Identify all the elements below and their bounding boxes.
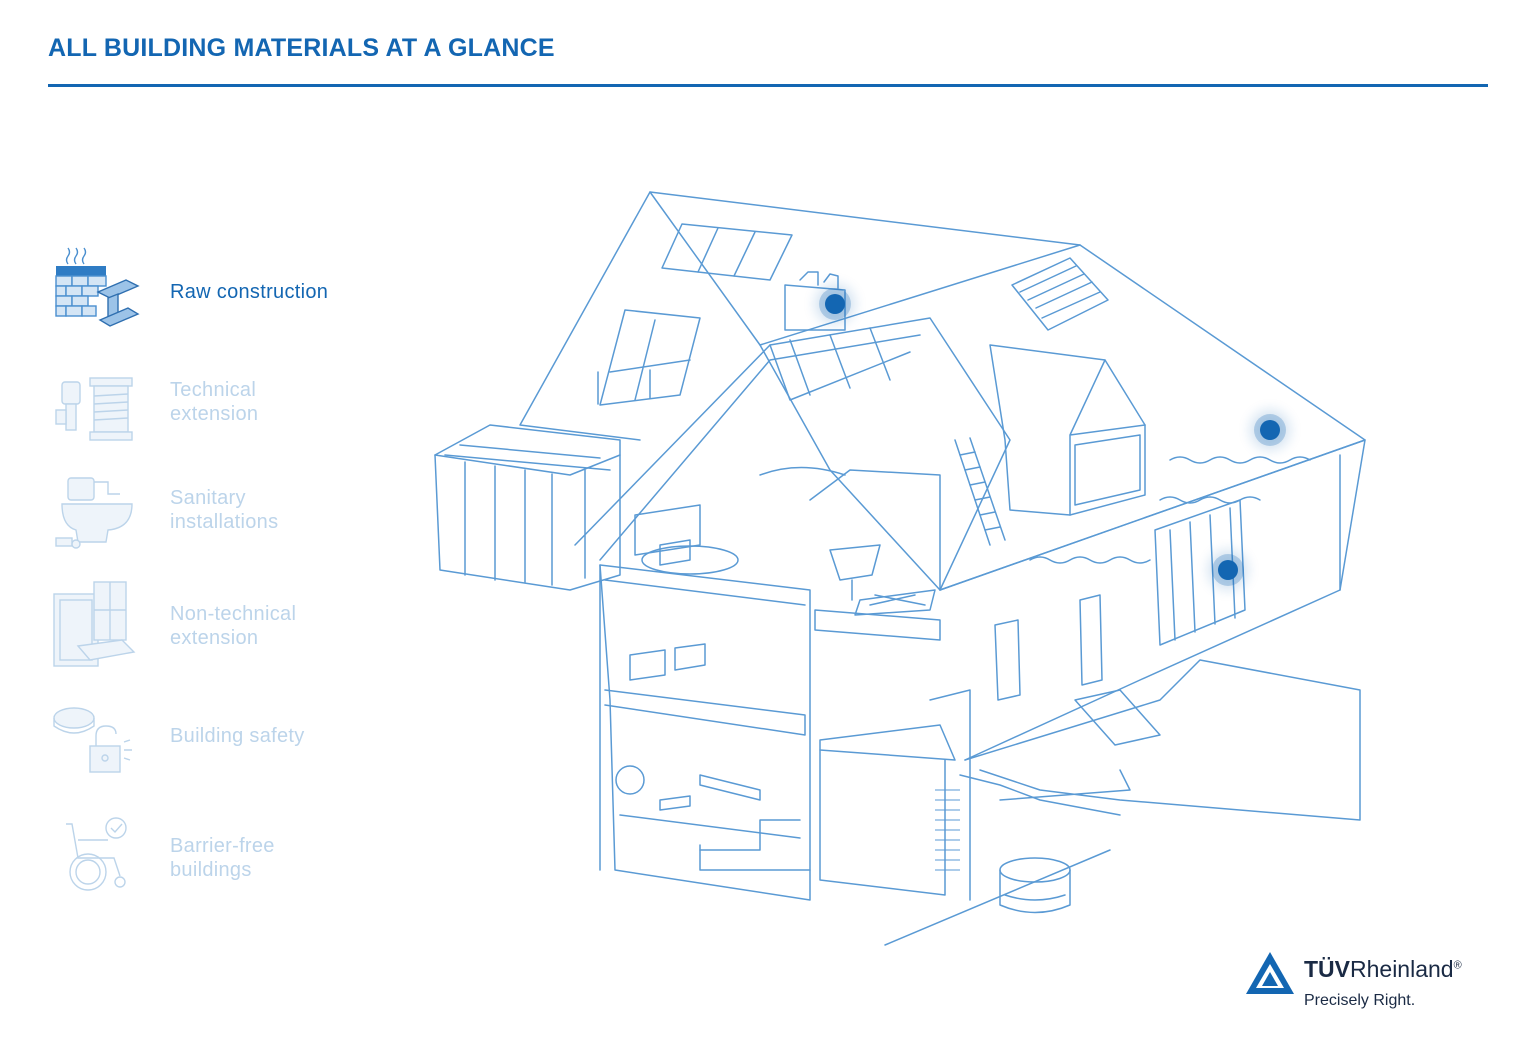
menu-item-technical-extension[interactable]: Technical extension [48,370,388,460]
cable-drum-icon [55,377,133,441]
menu-item-raw-construction[interactable]: Raw construction [48,240,388,330]
brick-wall-steel-beam-icon [55,247,140,327]
menu-item-label: Sanitary installations [170,487,279,533]
menu-item-label: Technical extension [170,379,259,425]
triangle-logo-icon [1246,952,1294,994]
wall-frame-hotspot[interactable] [1218,560,1238,580]
brand-tagline: Precisely Right. [1304,992,1416,1009]
toilet-pipes-icon [55,477,133,549]
menu-item-label: Building safety [170,725,305,747]
menu-item-label: Barrier-free buildings [170,835,275,881]
menu-item-barrier-free-buildings[interactable]: Barrier-free buildings [48,810,388,900]
smoke-detector-lock-icon [53,707,132,773]
title-divider [48,84,1488,87]
door-window-icon [53,581,136,667]
menu-item-non-technical-extension[interactable]: Non-technical extension [48,580,388,670]
wheelchair-icon [66,817,127,891]
menu-item-label: Non-technical extension [170,603,297,649]
chimney-hotspot[interactable] [825,294,845,314]
menu-item-label: Raw construction [170,281,329,303]
menu-item-sanitary-installations[interactable]: Sanitary installations [48,470,388,560]
brand-name: TÜVRheinland® [1304,956,1462,982]
tuv-rheinland-logo: TÜVRheinland® Precisely Right. [1244,950,1504,1020]
roof-tiles-hotspot[interactable] [1260,420,1280,440]
page-title: ALL BUILDING MATERIALS AT A GLANCE [48,34,555,62]
house-cutaway-illustration [434,191,1366,946]
menu-item-building-safety[interactable]: Building safety [48,700,388,790]
